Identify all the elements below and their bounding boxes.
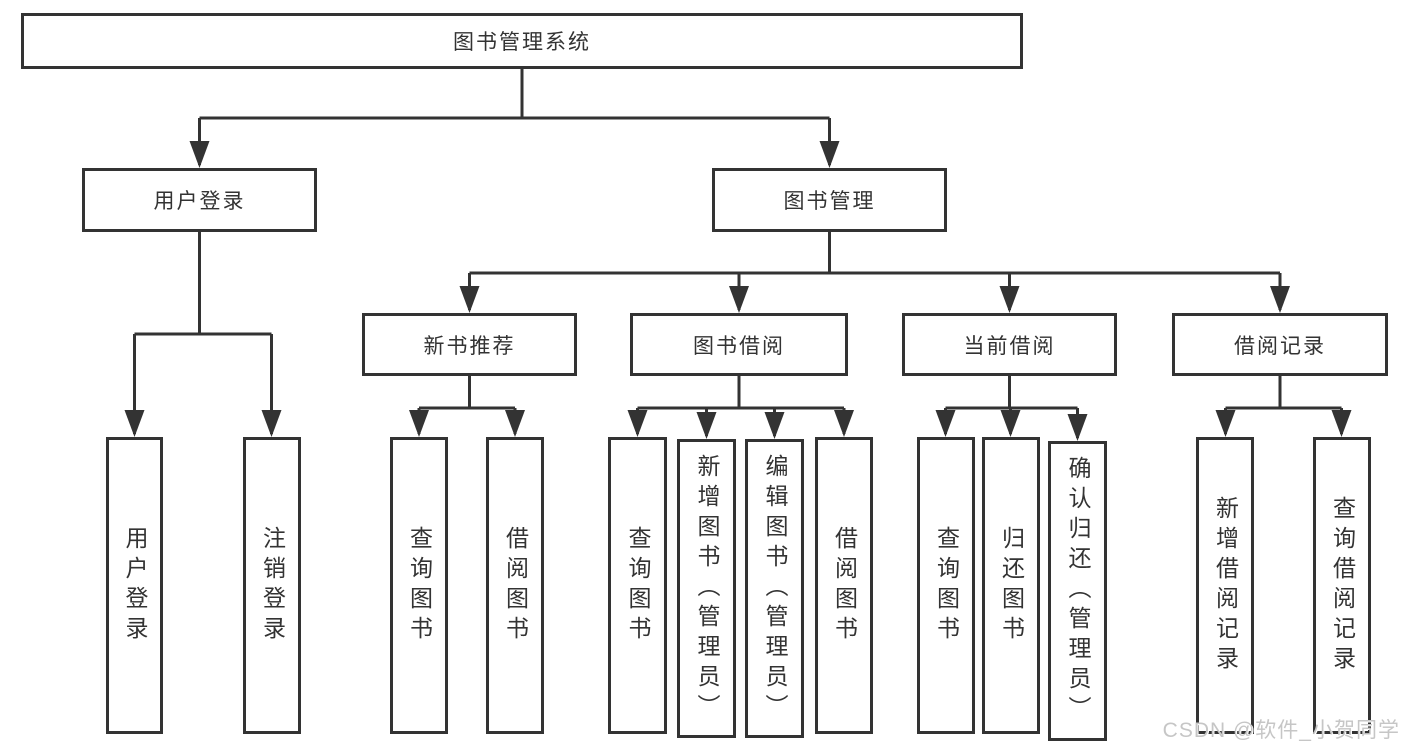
arrowhead — [834, 410, 854, 437]
node-borrowing-records: 借阅记录 — [1172, 313, 1388, 376]
arrowhead — [1215, 410, 1236, 437]
node-label: 查询图书 — [625, 525, 651, 646]
arrowhead — [1270, 286, 1290, 313]
node-label: 编辑图书（管理员） — [762, 453, 788, 724]
node-book-borrowing: 图书借阅 — [630, 313, 848, 376]
arrowhead — [999, 286, 1020, 313]
node-label: 确认归还（管理员） — [1065, 456, 1091, 726]
csdn-watermark: CSDN @软件_小贺同学 — [1162, 719, 1400, 742]
node-user-login: 用户登录 — [82, 168, 317, 232]
node-book-management: 图书管理 — [712, 168, 947, 232]
node-label: 图书管理 — [783, 190, 876, 213]
leaf-borrow-books-recommend: 借阅图书 — [486, 437, 544, 734]
arrowhead — [124, 410, 145, 437]
node-label: 用户登录 — [153, 190, 246, 213]
arrowhead — [459, 286, 480, 313]
leaf-query-books-borrowing: 查询图书 — [608, 437, 667, 734]
arrowhead — [505, 410, 525, 437]
arrowhead — [1331, 410, 1352, 437]
arrowhead — [189, 141, 210, 168]
leaf-add-books-admin: 新增图书（管理员） — [677, 439, 736, 738]
leaf-user-login: 用户登录 — [106, 437, 163, 734]
node-label: 新书推荐 — [423, 334, 516, 358]
leaf-return-books: 归还图书 — [982, 437, 1040, 734]
node-label: 借阅记录 — [1234, 334, 1326, 358]
arrowhead — [729, 286, 749, 313]
node-label: 查询图书 — [933, 525, 960, 646]
arrowhead — [1067, 414, 1088, 441]
node-label: 查询借阅记录 — [1329, 495, 1356, 676]
arrowhead — [261, 410, 282, 437]
leaf-confirm-return-admin: 确认归还（管理员） — [1048, 441, 1107, 741]
node-label: 归还图书 — [998, 525, 1025, 646]
leaf-query-books-recommend: 查询图书 — [390, 437, 448, 734]
leaf-query-books-current: 查询图书 — [917, 437, 975, 734]
node-label: 用户登录 — [122, 525, 148, 646]
node-label: 图书管理系统 — [453, 31, 591, 54]
node-label: 注销登录 — [259, 525, 286, 646]
node-new-book-recommendation: 新书推荐 — [362, 313, 577, 376]
leaf-query-borrow-record: 查询借阅记录 — [1313, 437, 1371, 734]
elbow-connectors — [133, 69, 1343, 438]
leaf-edit-books-admin: 编辑图书（管理员） — [745, 439, 804, 738]
node-label: 查询图书 — [406, 525, 433, 646]
node-label: 图书借阅 — [693, 334, 785, 358]
arrowhead — [627, 410, 648, 437]
node-label: 新增借阅记录 — [1212, 495, 1239, 676]
arrowhead — [819, 141, 840, 168]
node-label: 借阅图书 — [502, 525, 529, 646]
node-library-management-system: 图书管理系统 — [21, 13, 1023, 69]
leaf-borrow-books-borrowing: 借阅图书 — [815, 437, 873, 734]
arrowhead — [696, 412, 717, 439]
arrowhead — [935, 410, 956, 437]
node-current-borrowing: 当前借阅 — [902, 313, 1117, 376]
arrowhead — [764, 412, 785, 439]
leaf-logout: 注销登录 — [243, 437, 301, 734]
leaf-add-borrow-record: 新增借阅记录 — [1196, 437, 1254, 734]
node-label: 当前借阅 — [963, 334, 1056, 358]
arrowhead — [1000, 410, 1021, 437]
node-label: 借阅图书 — [831, 525, 858, 646]
arrowhead — [409, 410, 429, 437]
node-label: 新增图书（管理员） — [694, 453, 720, 724]
